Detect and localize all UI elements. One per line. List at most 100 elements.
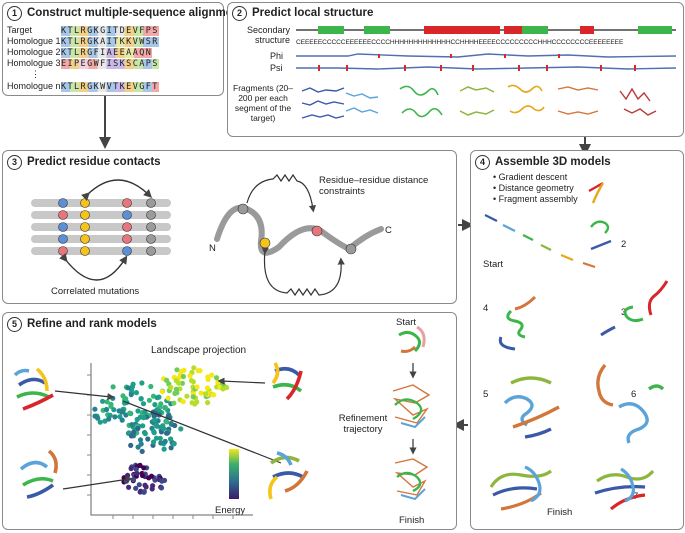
step-number: 5: [7, 317, 22, 332]
alignment-row: Homologue 3EIPEGWFISKSCAPS: [7, 58, 159, 69]
landscape-point: [167, 384, 173, 390]
contact-residue-grey-top: [237, 203, 249, 215]
helix-segment: [580, 26, 594, 34]
step-label-5: 5: [483, 389, 489, 400]
structure-4: [498, 295, 537, 351]
landscape-point: [130, 381, 136, 387]
landscape-point: [120, 409, 126, 415]
landscape-point: [215, 379, 221, 385]
energy-colorbar: [229, 449, 239, 499]
landscape-point: [159, 478, 165, 484]
landscape-point: [137, 437, 144, 443]
landscape-point: [108, 403, 114, 409]
fragment-group-2: [345, 92, 379, 114]
sequence-residues: KTLRGKGITDEVFPS: [61, 26, 159, 36]
landscape-point: [190, 394, 196, 400]
landscape-point: [139, 448, 145, 454]
landscape-point: [224, 384, 230, 391]
landscape-point: [123, 396, 129, 402]
landscape-point: [190, 379, 196, 385]
landscape-point: [198, 390, 204, 396]
landscape-point: [110, 384, 116, 390]
top-correlation-arc: [81, 179, 153, 201]
phi-trace: [296, 53, 677, 58]
landscape-point: [162, 438, 168, 444]
landscape-point: [173, 386, 179, 392]
sequence-name: Homologue 3: [7, 58, 61, 68]
finish-structure-1: [489, 465, 552, 511]
landscape-point: [106, 416, 112, 422]
assemble-start-label: Start: [483, 259, 504, 270]
contact-residue-red: [311, 225, 323, 237]
landscape-point: [130, 477, 136, 483]
landscape-point: [158, 440, 164, 446]
sequence-residues: KTLRGKAITKKVWSR: [61, 37, 159, 47]
landscape-point: [100, 398, 106, 404]
spring-constraint-top: [246, 173, 317, 213]
alignment-row: Homologue 2KTLRGFIAEEAAQN: [7, 47, 153, 58]
refine-graphics: [13, 325, 431, 519]
alignment-row: Homologue nKTLRGKWVTKEVGFT: [7, 81, 159, 92]
landscape-point: [128, 433, 134, 439]
landscape-point: [194, 399, 200, 405]
step-number: 1: [7, 6, 22, 21]
step-number: 2: [232, 6, 247, 21]
contact-residue-yellow: [259, 237, 271, 249]
model-arrow: [217, 377, 266, 385]
landscape-point: [141, 489, 147, 495]
landscape-point: [104, 399, 110, 405]
landscape-point: [174, 367, 180, 373]
structure-5: [503, 376, 560, 439]
landscape-point: [158, 401, 164, 407]
landscape-point: [184, 393, 190, 399]
landscape-point: [156, 394, 162, 400]
landscape-point: [134, 470, 140, 476]
landscape-point: [162, 405, 168, 411]
method-item: • Distance geometry: [493, 183, 574, 193]
finish-structure-2: [594, 467, 655, 511]
start-structure: [484, 214, 596, 269]
landscape-point: [213, 375, 220, 381]
landscape-point: [180, 373, 186, 380]
step-number: 4: [475, 155, 490, 170]
refine-finish-label: Finish: [399, 515, 425, 526]
fragment-group-4: [459, 86, 495, 116]
contact-dots: [58, 198, 156, 256]
assemble-finish-label: Finish: [547, 507, 573, 518]
fragment-group-1: [301, 87, 345, 119]
landscape-point: [153, 422, 159, 428]
step-number: 3: [7, 155, 22, 170]
landscape-point: [141, 414, 147, 420]
landscape-point: [205, 376, 211, 382]
step-label-6: 6: [631, 389, 637, 400]
landscape-point: [126, 484, 132, 490]
method-item: • Fragment assembly: [493, 194, 578, 204]
trajectory-start-structure: [398, 325, 426, 353]
alignment-row: Homologue 1KTLRGKAITKKVWSR: [7, 36, 159, 47]
landscape-point: [179, 380, 185, 386]
fragment-group-6: [557, 86, 599, 115]
c-terminus-label: C: [385, 225, 392, 236]
landscape-axes: [90, 363, 253, 516]
model-arrow: [122, 400, 282, 464]
landscape-point: [145, 436, 151, 442]
psi-trace: [296, 66, 677, 70]
landscape-point: [168, 445, 174, 451]
landscape-point: [159, 389, 165, 395]
landscape-point: [194, 384, 200, 390]
landscape-point: [202, 391, 209, 397]
landscape-point: [112, 414, 118, 420]
landscape-point: [111, 407, 117, 413]
helix-segment: [504, 26, 522, 34]
psi-label: Psi: [270, 63, 283, 73]
landscape-point: [171, 400, 177, 406]
strand-segment: [638, 26, 672, 34]
landscape-point: [195, 368, 201, 374]
landscape-point: [131, 429, 137, 435]
landscape-scatter: [92, 365, 230, 495]
